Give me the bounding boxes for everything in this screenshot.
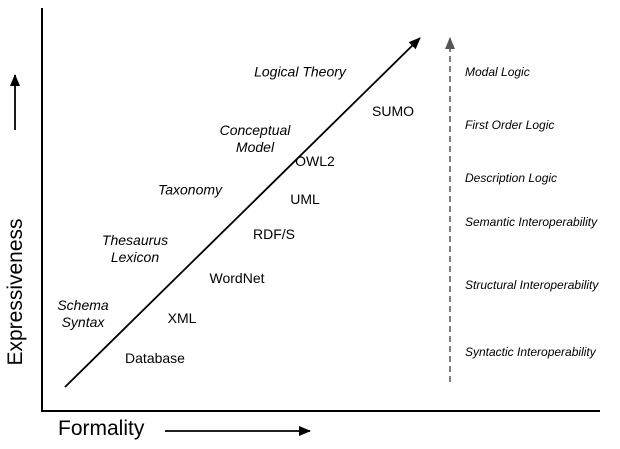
- tech-label-wordnet: WordNet: [209, 270, 265, 286]
- level-label-schema-syntax: Schema Syntax: [57, 297, 109, 330]
- scale-label-modal-logic: Modal Logic: [465, 65, 530, 79]
- tech-label-uml: UML: [290, 191, 320, 207]
- level-label-conceptual-model: Conceptual Model: [219, 122, 291, 155]
- scale-label-first-order-logic: First Order Logic: [465, 118, 555, 132]
- x-axis-title: Formality: [58, 417, 145, 440]
- level-label-thesaurus-lexicon: Thesaurus Lexicon: [101, 232, 169, 265]
- diagonal-trend-arrow: [64, 37, 421, 388]
- tech-label-xml: XML: [167, 310, 197, 326]
- y-axis-title: Expressiveness: [4, 218, 27, 366]
- tech-label-sumo: SUMO: [372, 103, 414, 119]
- scale-label-description-logic: Description Logic: [465, 171, 558, 185]
- scale-label-semantic-interoperability: Semantic Interoperability: [465, 215, 598, 229]
- scale-label-structural-interoperability: Structural Interoperability: [465, 278, 599, 292]
- tech-label-rdfs: RDF/S: [253, 226, 295, 242]
- scale-label-syntactic-interoperability: Syntactic Interoperability: [465, 345, 596, 359]
- level-label-taxonomy: Taxonomy: [157, 181, 223, 198]
- tech-label-database: Database: [125, 350, 185, 366]
- level-label-logical-theory: Logical Theory: [254, 63, 346, 80]
- tech-label-owl2: OWL2: [295, 153, 335, 169]
